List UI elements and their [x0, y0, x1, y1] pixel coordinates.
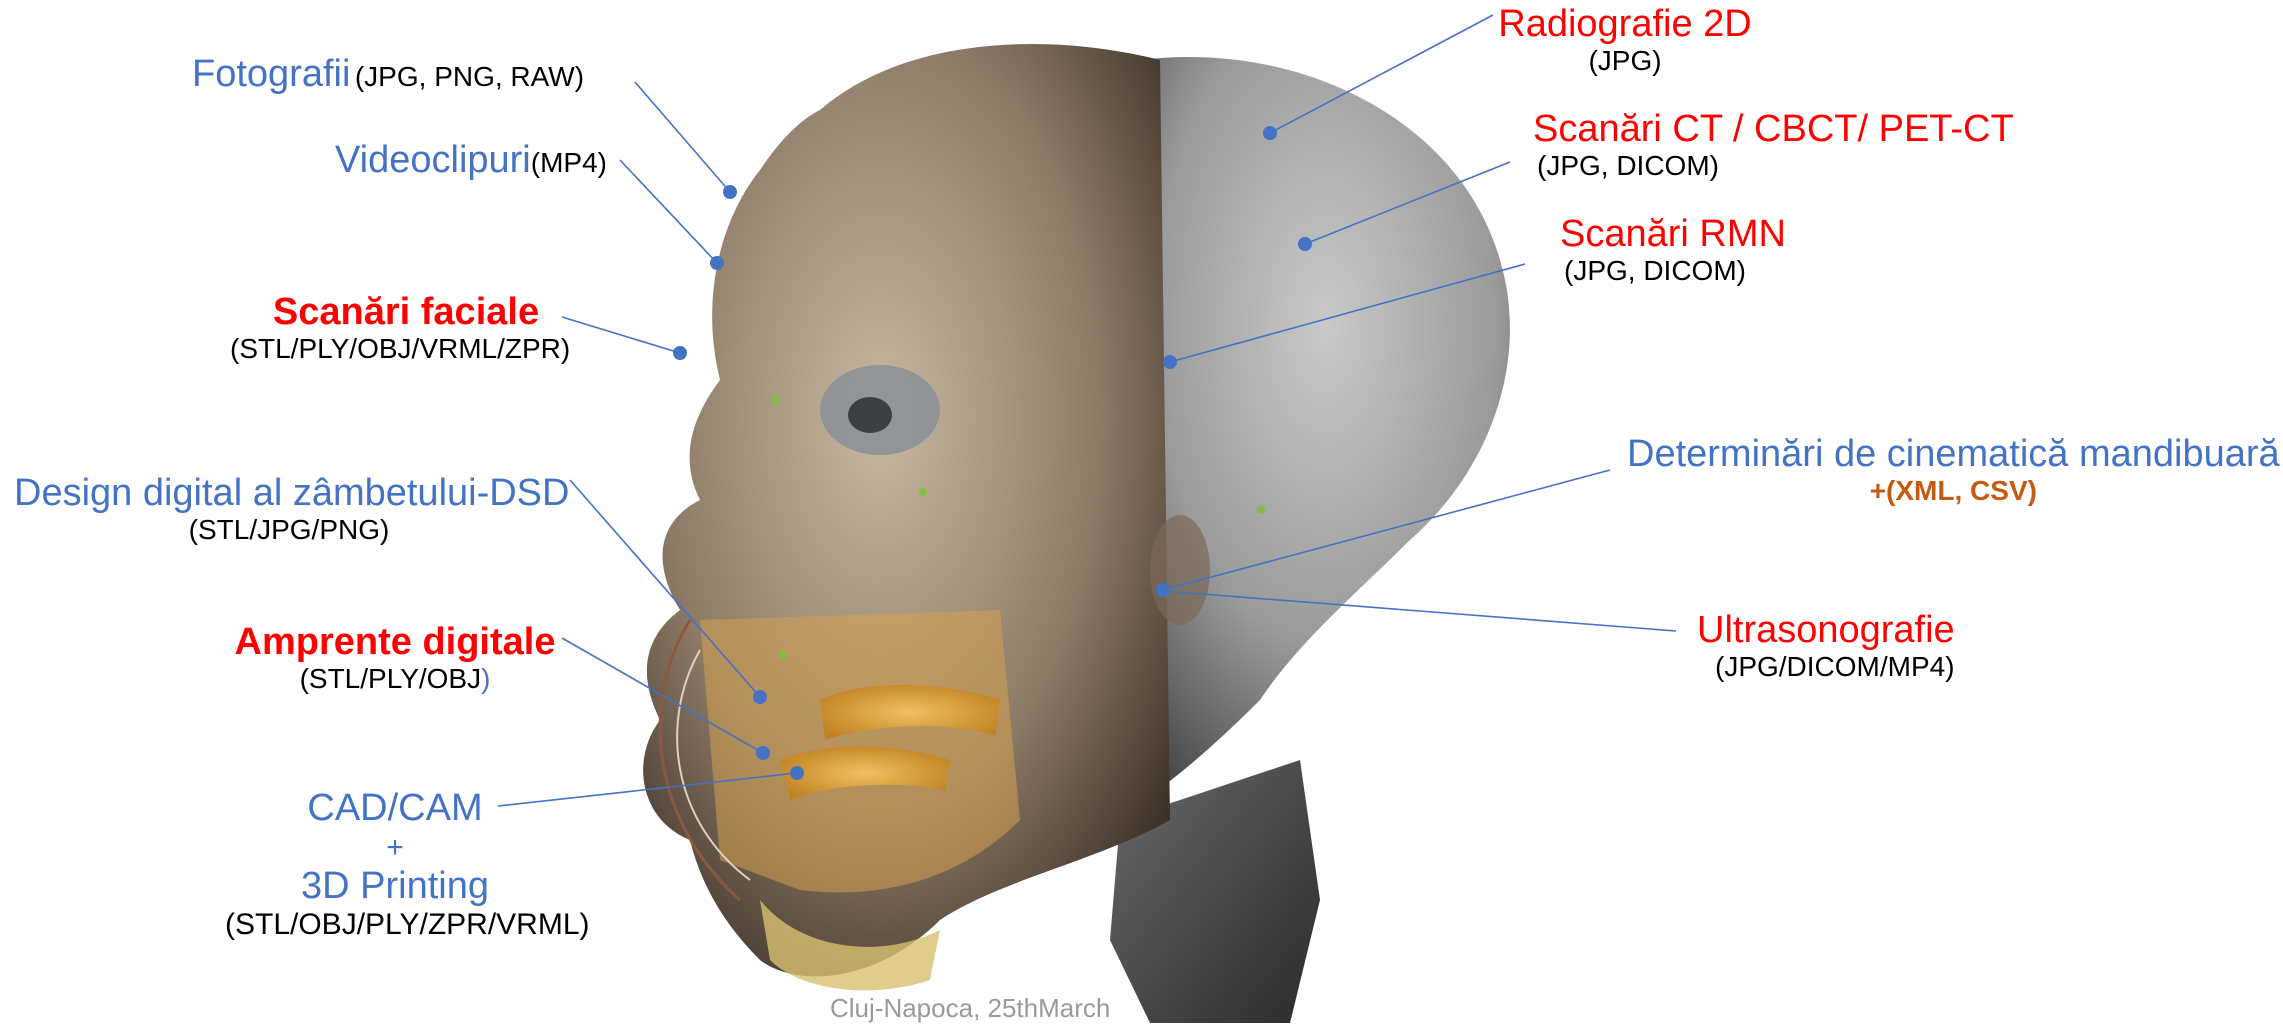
ultrasonografie-formats: (JPG/DICOM/MP4): [1715, 652, 1955, 683]
rmn-title: Scanări RMN: [1560, 214, 1786, 256]
ultrasonografie-title: Ultrasonografie: [1697, 610, 1955, 652]
leader-line-cinematica: [1163, 470, 1610, 590]
videoclipuri-formats: (MP4): [531, 147, 607, 178]
cadcam-formats-close: ): [580, 908, 590, 941]
anchor-dot: [790, 766, 804, 780]
amprente-formats-close: ): [481, 663, 490, 694]
label-amprente: Amprente digitale (STL/PLY/OBJ): [230, 622, 560, 695]
anchor-dot: [710, 256, 724, 270]
cinematica-title: Determinări de cinematică mandibuară: [1627, 434, 2280, 476]
radiografie-formats: (JPG): [1490, 46, 1760, 77]
scanari-faciale-title: Scanări faciale: [250, 292, 562, 334]
amprente-formats: (STL/PLY/OBJ: [300, 663, 482, 694]
anchor-dot: [1298, 237, 1312, 251]
footer-text: Cluj-Napoca, 25thMarch: [830, 993, 1110, 1024]
amprente-title: Amprente digitale: [230, 622, 560, 664]
label-cinematica: Determinări de cinematică mandibuară +(X…: [1627, 434, 2280, 507]
radiografie-title: Radiografie 2D: [1490, 4, 1760, 46]
cadcam-line1: CAD/CAM: [225, 788, 565, 830]
leader-line-amprente: [562, 638, 763, 753]
rmn-formats: (JPG, DICOM): [1564, 256, 1786, 287]
videoclipuri-title: Videoclipuri: [335, 139, 531, 181]
leader-line-fotografii: [635, 82, 730, 192]
anchor-dot: [1163, 355, 1177, 369]
leader-line-rmn: [1170, 264, 1525, 362]
leader-line-dsd: [570, 480, 760, 697]
label-ultrasonografie: Ultrasonografie (JPG/DICOM/MP4): [1697, 610, 1955, 683]
fotografii-formats: (JPG, PNG, RAW): [355, 61, 584, 92]
dsd-title: Design digital al zâmbetului-DSD: [14, 473, 564, 515]
label-dsd: Design digital al zâmbetului-DSD (STL/JP…: [14, 473, 564, 546]
anchor-dot: [1156, 583, 1170, 597]
dsd-formats: (STL/JPG/PNG): [14, 515, 564, 546]
anchor-dot: [756, 746, 770, 760]
anchor-dot: [723, 185, 737, 199]
label-rmn: Scanări RMN (JPG, DICOM): [1560, 214, 1786, 287]
label-cadcam: CAD/CAM + 3D Printing (STL/OBJ/PLY/ZPR/V…: [225, 788, 565, 941]
ct-title: Scanări CT / CBCT/ PET-CT: [1533, 109, 2014, 151]
fotografii-title: Fotografii: [192, 53, 350, 95]
anchor-dot: [753, 690, 767, 704]
leader-line-videoclipuri: [620, 160, 717, 263]
leader-line-ct: [1305, 162, 1510, 244]
anchor-dot: [673, 346, 687, 360]
cadcam-line3: 3D Printing: [225, 866, 565, 908]
label-radiografie: Radiografie 2D (JPG): [1490, 4, 1760, 77]
leader-line-ultrasonografie: [1163, 591, 1676, 631]
label-fotografii: Fotografii (JPG, PNG, RAW): [192, 54, 584, 96]
cinematica-formats: +(XML, CSV): [1627, 476, 2280, 507]
cadcam-plus: +: [225, 830, 565, 866]
label-ct: Scanări CT / CBCT/ PET-CT (JPG, DICOM): [1533, 109, 2014, 182]
label-videoclipuri: Videoclipuri(MP4): [335, 140, 607, 182]
cadcam-formats: (STL/OBJ/PLY/ZPR/VRML: [225, 908, 580, 941]
scanari-faciale-formats: (STL/PLY/OBJ/VRML/ZPR): [230, 334, 562, 365]
leader-line-scanari-faciale: [562, 317, 680, 353]
label-scanari-faciale: Scanări faciale (STL/PLY/OBJ/VRML/ZPR): [250, 292, 562, 365]
leader-line-radiografie: [1270, 15, 1493, 133]
ct-formats: (JPG, DICOM): [1537, 151, 2014, 182]
anchor-dot: [1263, 126, 1277, 140]
